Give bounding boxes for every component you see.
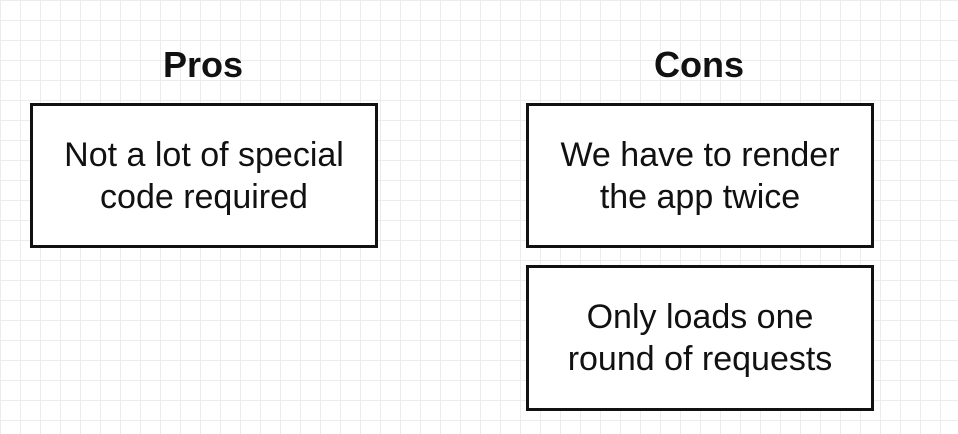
cons-item-text: Only loads one round of requests [567, 298, 833, 378]
cons-item-box: Only loads one round of requests [526, 265, 874, 411]
pros-item-box: Not a lot of special code required [30, 103, 378, 248]
cons-heading: Cons [654, 44, 744, 85]
pros-item-text: Not a lot of special code required [64, 135, 344, 216]
pros-heading: Pros [162, 44, 244, 85]
cons-item-box: We have to render the app twice [526, 103, 874, 248]
cons-item-text: We have to render the app twice [560, 135, 840, 216]
